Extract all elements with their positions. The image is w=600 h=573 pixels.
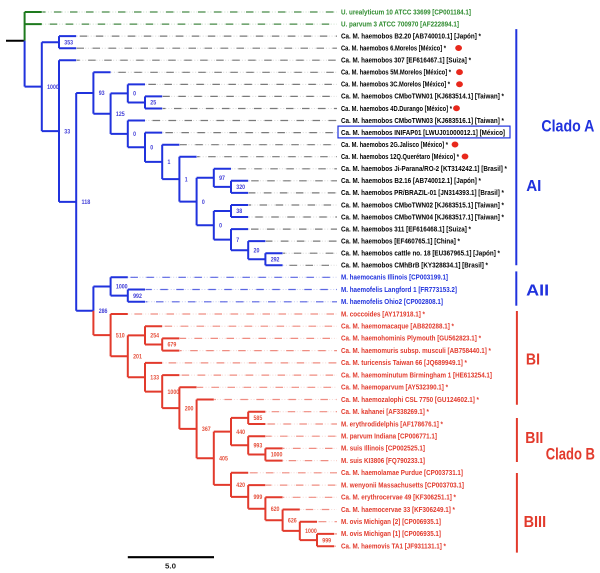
svg-text:M. haemocanis Illinois [CP0031: M. haemocanis Illinois [CP003199.1]	[341, 275, 448, 282]
svg-text:1000: 1000	[168, 389, 180, 396]
svg-text:Ca. M. haemobos 4D.Durango [Mé: Ca. M. haemobos 4D.Durango [México] *	[341, 106, 452, 113]
svg-text:125: 125	[116, 111, 125, 118]
svg-text:Ca. M. haemocervae 33 [KF30624: Ca. M. haemocervae 33 [KF306249.1] *	[341, 507, 455, 514]
svg-text:Ca. M. haemobos INIFAP01 [LWUJ: Ca. M. haemobos INIFAP01 [LWUJ01000012.1…	[341, 130, 505, 137]
svg-text:118: 118	[82, 199, 91, 206]
svg-text:320: 320	[236, 184, 245, 191]
svg-text:405: 405	[219, 455, 228, 462]
svg-text:0: 0	[133, 131, 136, 138]
svg-text:Ca. M. turicensis Taiwan 66 [J: Ca. M. turicensis Taiwan 66 [JQ689949.1]…	[341, 360, 467, 367]
svg-text:Ca. M. haemobos cattle no. 18: Ca. M. haemobos cattle no. 18 [EU367965.…	[341, 251, 500, 258]
svg-text:1000: 1000	[47, 84, 59, 91]
svg-text:999: 999	[254, 494, 263, 501]
svg-text:440: 440	[236, 429, 245, 436]
svg-text:Clado B: Clado B	[546, 445, 595, 464]
svg-text:25: 25	[150, 100, 156, 107]
svg-text:626: 626	[288, 517, 297, 524]
svg-text:20: 20	[254, 247, 260, 254]
svg-text:Ca. M. haemobos 311 [EF616468.: Ca. M. haemobos 311 [EF616468.1] [Suiza]…	[341, 226, 471, 233]
svg-text:200: 200	[185, 405, 194, 412]
svg-text:510: 510	[116, 332, 125, 339]
svg-text:Ca. M. haemobos 5M.Morelos [Mé: Ca. M. haemobos 5M.Morelos [México] *	[341, 70, 451, 77]
svg-text:Ca. M. haemobos 12Q.Querétaro: Ca. M. haemobos 12Q.Querétaro [México] *	[341, 154, 459, 161]
svg-text:M. coccoides [AY171918.1] *: M. coccoides [AY171918.1] *	[341, 311, 425, 318]
svg-text:Ca. M. haemobos [EF460765.1] [: Ca. M. haemobos [EF460765.1] [China] *	[341, 238, 460, 245]
svg-text:Ca. M. haemolamae Purdue [CP00: Ca. M. haemolamae Purdue [CP003731.1]	[341, 470, 463, 477]
svg-text:292: 292	[271, 256, 280, 263]
svg-text:Ca. M. haemomacaque [AB820288.: Ca. M. haemomacaque [AB820288.1] *	[341, 324, 454, 331]
svg-text:AI: AI	[526, 178, 541, 195]
svg-text:38: 38	[236, 208, 242, 215]
svg-text:1000: 1000	[271, 452, 283, 459]
svg-text:Ca. M. haemomuris subsp. muscu: Ca. M. haemomuris subsp. musculi [AB7584…	[341, 348, 491, 355]
svg-text:420: 420	[236, 482, 245, 489]
svg-text:254: 254	[150, 333, 159, 340]
svg-text:585: 585	[254, 415, 263, 422]
svg-text:679: 679	[168, 342, 177, 349]
svg-text:Ca. M. kahanei [AF338269.1] *: Ca. M. kahanei [AF338269.1] *	[341, 409, 429, 416]
svg-text:U. parvum 3 ATCC 700970 [AF222: U. parvum 3 ATCC 700970 [AF222894.1]	[341, 21, 459, 28]
svg-text:Ca. M. haemominutum Birmingham: Ca. M. haemominutum Birmingham 1 [HE6132…	[341, 372, 492, 379]
svg-text:992: 992	[133, 293, 142, 300]
svg-text:999: 999	[322, 537, 331, 544]
svg-text:7: 7	[236, 237, 239, 244]
svg-text:620: 620	[271, 506, 280, 513]
svg-text:BI: BI	[526, 352, 540, 369]
svg-text:M. suis Illinois [CP002525.1]: M. suis Illinois [CP002525.1]	[341, 446, 425, 453]
svg-text:Ca. M. haemobos B2.16 [AB74001: Ca. M. haemobos B2.16 [AB740012.1] [Japó…	[341, 178, 481, 185]
svg-text:Ca. M. haemobos 3C.Morelos [Mé: Ca. M. haemobos 3C.Morelos [México] *	[341, 82, 450, 89]
svg-text:M. suis KI3806 [FQ790233.1]: M. suis KI3806 [FQ790233.1]	[341, 458, 425, 465]
svg-text:AII: AII	[526, 283, 549, 300]
svg-text:353: 353	[64, 39, 73, 46]
svg-text:97: 97	[219, 175, 225, 182]
svg-text:Ca. M. haemobos CMhBrB [KY3288: Ca. M. haemobos CMhBrB [KY328834.1] [Bra…	[341, 263, 488, 270]
svg-text:993: 993	[254, 443, 263, 450]
svg-text:Ca. M. haemobos CMboTWN01 [KJ6: Ca. M. haemobos CMboTWN01 [KJ683514.1] […	[341, 94, 504, 101]
svg-text:0: 0	[202, 199, 205, 206]
svg-text:1000: 1000	[116, 284, 128, 291]
svg-text:Ca. M. haemobos 6.Morelos [Méx: Ca. M. haemobos 6.Morelos [México] *	[341, 46, 446, 53]
svg-text:M. ovis Michigan [1] [CP006935: M. ovis Michigan [1] [CP006935.1]	[341, 531, 441, 538]
svg-text:M. parvum Indiana [CP006771.1]: M. parvum Indiana [CP006771.1]	[341, 434, 437, 441]
svg-text:286: 286	[99, 308, 108, 315]
svg-text:M. wenyonii Massachusetts [CP0: M. wenyonii Massachusetts [CP003703.1]	[341, 482, 464, 489]
svg-text:Clado A: Clado A	[541, 116, 594, 135]
svg-text:M. erythrodidelphis [AF178676.: M. erythrodidelphis [AF178676.1] *	[341, 421, 443, 428]
svg-text:BII: BII	[525, 430, 543, 447]
svg-text:Ca. M. haemobos PR/BRAZIL-01 [: Ca. M. haemobos PR/BRAZIL-01 [JN314393.1…	[341, 190, 504, 197]
svg-text:Ca. M. haemohominis Plymouth [: Ca. M. haemohominis Plymouth [GU562823.1…	[341, 336, 481, 343]
svg-text:1: 1	[168, 159, 171, 166]
svg-text:201: 201	[133, 354, 142, 361]
svg-text:Ca. M. haemovis TA1 [JF931131.: Ca. M. haemovis TA1 [JF931131.1] *	[341, 544, 446, 551]
svg-text:M. haemofelis Langford 1 [FR77: M. haemofelis Langford 1 [FR773153.2]	[341, 287, 457, 294]
svg-text:U. urealyticum 10 ATCC 33699 [: U. urealyticum 10 ATCC 33699 [CP001184.1…	[341, 9, 471, 16]
svg-text:367: 367	[202, 426, 211, 433]
svg-text:Ca. M. haemozalophi CSL 7750 [: Ca. M. haemozalophi CSL 7750 [GU124602.1…	[341, 397, 479, 404]
svg-text:Ca. M. haemoparvum [AY532390.1: Ca. M. haemoparvum [AY532390.1] *	[341, 385, 448, 392]
svg-text:1: 1	[185, 176, 188, 183]
svg-text:33: 33	[64, 128, 70, 135]
svg-text:Ca. M. haemobos CMboTWN03 [KJ6: Ca. M. haemobos CMboTWN03 [KJ683516.1] […	[341, 118, 504, 125]
svg-text:Ca. M. erythrocervae 49 [KF306: Ca. M. erythrocervae 49 [KF306251.1] *	[341, 495, 456, 502]
svg-text:1000: 1000	[305, 528, 317, 535]
svg-text:5.0: 5.0	[165, 562, 176, 571]
svg-text:133: 133	[150, 374, 159, 381]
svg-text:Ca. M. haemobos 2G.Jalisco [Mé: Ca. M. haemobos 2G.Jalisco [México] *	[341, 142, 448, 149]
svg-text:Ca. M. haemobos B2.20 [AB74001: Ca. M. haemobos B2.20 [AB740010.1] [Japó…	[341, 33, 481, 40]
svg-text:Ca. M. haemobos Ji-Parana/RO-2: Ca. M. haemobos Ji-Parana/RO-2 [KT314242…	[341, 166, 507, 173]
svg-text:0: 0	[150, 145, 153, 152]
svg-text:0: 0	[219, 223, 222, 230]
svg-text:Ca. M. haemobos CMboTWN02 [KJ6: Ca. M. haemobos CMboTWN02 [KJ683515.1] […	[341, 202, 504, 209]
svg-text:0: 0	[133, 91, 136, 98]
svg-text:93: 93	[99, 90, 105, 97]
svg-text:Ca. M. haemobos CMboTWN04 [KJ6: Ca. M. haemobos CMboTWN04 [KJ683517.1] […	[341, 214, 504, 221]
svg-text:M. haemofelis Ohio2 [CP002808.: M. haemofelis Ohio2 [CP002808.1]	[341, 299, 443, 306]
svg-text:M. ovis Michigan [2] [CP006935: M. ovis Michigan [2] [CP006935.1]	[341, 519, 441, 526]
svg-text:BIII: BIII	[524, 514, 547, 531]
svg-text:Ca. M. haemobos 307 [EF616467.: Ca. M. haemobos 307 [EF616467.1] [Suiza]…	[341, 58, 471, 65]
